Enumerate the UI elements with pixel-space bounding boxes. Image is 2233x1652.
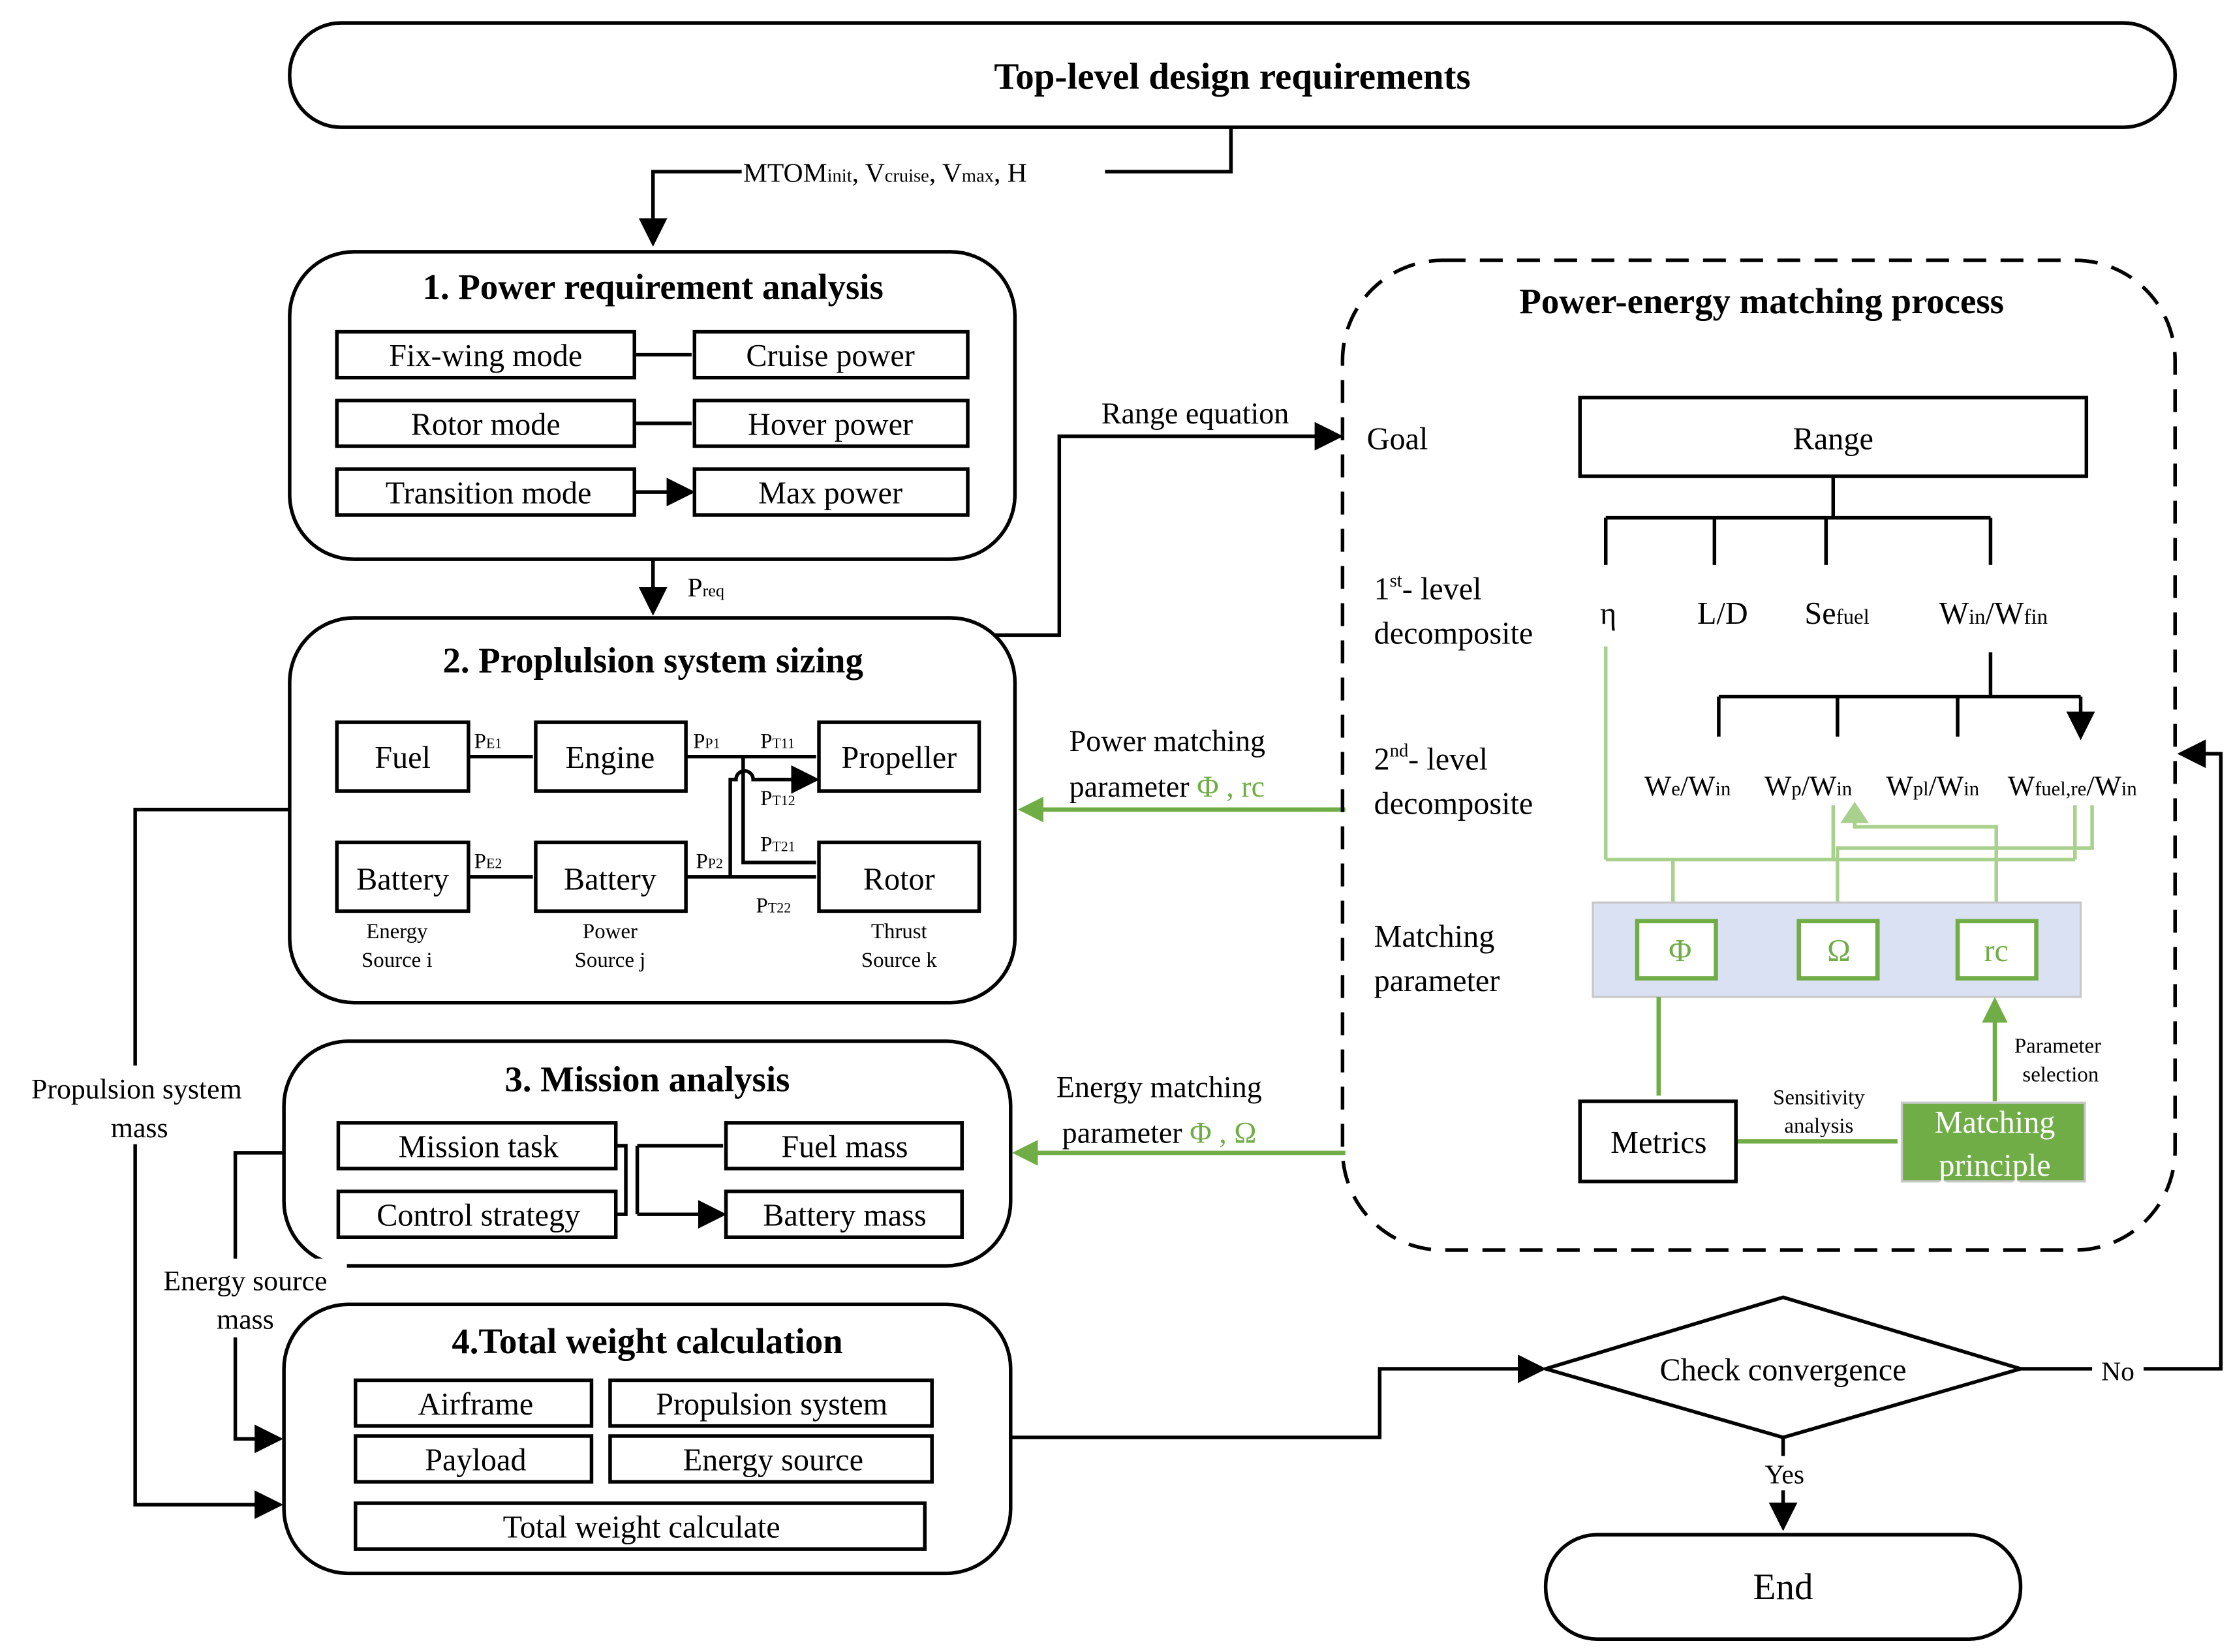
energy-mass-label: Energy source (163, 1265, 327, 1296)
mode-fixwing: Fix-wing mode (389, 339, 582, 373)
rotor-box: Rotor (863, 863, 935, 897)
win-wfin-label: Win/Wfin (1939, 596, 2048, 631)
cruise-power: Cruise power (746, 339, 914, 373)
sensitivity-label-2: analysis (1784, 1114, 1853, 1138)
caption: Source k (861, 949, 938, 972)
control-strategy: Control strategy (377, 1199, 580, 1233)
propulsion-mass-label: Propulsion system (31, 1074, 242, 1105)
top-title: Top-level design requirements (994, 56, 1470, 97)
omega-param: Ω (1827, 934, 1851, 968)
eta-label: η (1600, 596, 1616, 631)
selection-label-2: selection (2022, 1063, 2099, 1086)
energy-source: Energy source (683, 1443, 863, 1478)
hover-power: Hover power (748, 407, 913, 442)
caption: Source j (575, 949, 646, 972)
svg-text:PT21: PT21 (760, 833, 795, 856)
engine-box: Engine (566, 741, 655, 775)
battery-power-box: Battery (564, 863, 656, 897)
phi-param: Φ (1669, 934, 1691, 968)
block-title: 2. Proplulsion system sizing (442, 640, 863, 680)
propulsion-sizing-block: 2. Proplulsion system sizing Fuel Engine… (288, 616, 1017, 1005)
svg-text:PT11: PT11 (760, 730, 795, 754)
energy-matching-label: Energy matching (1056, 1070, 1262, 1103)
end-terminal: End (1543, 1533, 2023, 1642)
svg-text:PP1: PP1 (693, 730, 720, 754)
mode-transition: Transition mode (386, 476, 592, 511)
no-label: No (2101, 1356, 2134, 1386)
caption: Source i (362, 949, 433, 972)
level2-label-2: decomposite (1374, 786, 1533, 821)
payload: Payload (425, 1443, 526, 1478)
goal-label: Goal (1367, 421, 1428, 456)
airframe: Airframe (418, 1387, 534, 1422)
total-weight-calculate: Total weight calculate (503, 1510, 780, 1545)
svg-text:PT12: PT12 (760, 787, 795, 810)
metrics-box: Metrics (1610, 1125, 1706, 1160)
svg-text:PP2: PP2 (696, 850, 722, 874)
battery-mass: Battery mass (763, 1199, 926, 1233)
rc-param: rc (1984, 934, 2008, 968)
level2-label: 2nd- level (1374, 741, 1488, 777)
power-requirement-block: 1. Power requirement analysis Fix-wing m… (288, 250, 1017, 561)
no-loop-arrow (2020, 739, 2223, 1371)
preq-label: Preq (687, 573, 724, 603)
range-equation-label: Range equation (1101, 397, 1289, 430)
requirements-label: MTOMinit, Vcruise, Vmax, H (743, 158, 1027, 188)
propulsion-system: Propulsion system (656, 1387, 887, 1422)
range-equation-arrow (994, 421, 1344, 637)
sensitivity-label: Sensitivity (1773, 1086, 1865, 1109)
wfuel-win-label: Wfuel,re/Win (2008, 771, 2137, 802)
convergence-label: Check convergence (1660, 1353, 1907, 1387)
block-title: 3. Mission analysis (504, 1060, 790, 1099)
req-arrow (653, 127, 1233, 243)
wpl-win-label: Wpl/Win (1886, 771, 1979, 802)
selection-label: Parameter (2014, 1034, 2101, 1058)
energy-mass-label-2: mass (217, 1304, 274, 1336)
svg-text:PE2: PE2 (474, 850, 502, 874)
mode-rotor: Rotor mode (411, 407, 561, 442)
propulsion-mass-label-2: mass (111, 1112, 168, 1144)
level1-label: 1st- level (1374, 571, 1482, 607)
power-matching-label-2: parameter Φ , rc (1070, 770, 1265, 803)
matching-principle-box: Matching (1935, 1105, 2056, 1140)
svg-text:PT22: PT22 (756, 895, 792, 918)
check-convergence-diamond: Check convergence (1539, 1295, 2027, 1440)
panel-title: Power-energy matching process (1519, 281, 2004, 321)
fuel-mass: Fuel mass (781, 1129, 908, 1164)
energy-matching-label-2: parameter Φ , Ω (1062, 1116, 1257, 1150)
propeller-box: Propeller (841, 741, 957, 775)
caption: Thrust (871, 920, 927, 943)
sefuel-label: Sefuel (1804, 596, 1869, 631)
max-power: Max power (758, 476, 902, 511)
caption: Energy (366, 920, 428, 943)
matching-process-panel: Power-energy matching process Goal 1st- … (1340, 258, 2177, 1252)
battery-energy-box: Battery (356, 863, 449, 897)
propulsion-mass-arrow (133, 808, 290, 1520)
top-requirements-terminal: Top-level design requirements (288, 21, 2177, 129)
wp-win-label: Wp/Win (1764, 771, 1852, 802)
mission-analysis-block: 3. Mission analysis Mission task Control… (282, 1039, 1013, 1268)
power-matching-label: Power matching (1070, 724, 1265, 757)
we-win-label: We/Win (1644, 771, 1731, 802)
level1-label-2: decomposite (1374, 616, 1533, 650)
matching-param-label: Matching (1374, 919, 1495, 954)
range-box: Range (1793, 421, 1873, 456)
total-weight-block: 4.Total weight calculation Airframe Prop… (282, 1302, 1013, 1576)
mission-task: Mission task (399, 1129, 559, 1164)
yes-label: Yes (1764, 1460, 1804, 1490)
ld-label: L/D (1697, 596, 1748, 631)
block-title: 1. Power requirement analysis (423, 267, 884, 307)
caption: Power (583, 920, 638, 943)
block-title: 4.Total weight calculation (452, 1321, 842, 1361)
to-convergence-arrow (1010, 1354, 1547, 1439)
svg-text:PE1: PE1 (474, 730, 502, 754)
end-label: End (1753, 1567, 1813, 1608)
matching-param-label-2: parameter (1374, 964, 1500, 998)
fuel-box: Fuel (375, 741, 431, 775)
matching-principle-box-2: principle (1939, 1148, 2050, 1183)
